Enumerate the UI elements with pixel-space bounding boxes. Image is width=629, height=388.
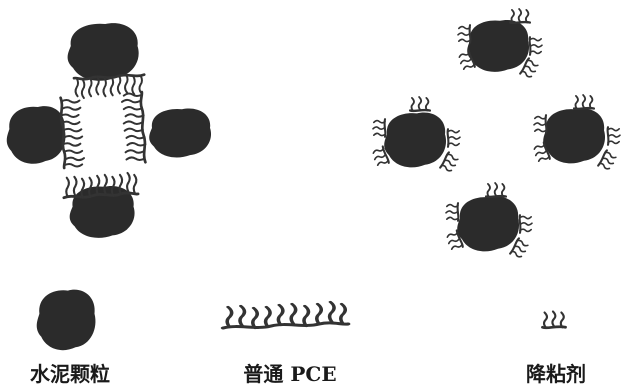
cement-particle: [68, 23, 139, 81]
legend: 水泥颗粒 普通 PCE 降粘剂: [30, 290, 586, 386]
cement-particle: [467, 20, 529, 72]
legend-label-viscosity-reducer: 降粘剂: [526, 362, 586, 386]
pce-polymer: [61, 98, 84, 168]
legend-label-ordinary-pce: 普通 PCE: [243, 362, 336, 386]
cement-particle: [543, 109, 605, 164]
pce-polymer: [64, 173, 138, 198]
right-group-viscosity-reducer: [371, 9, 620, 260]
cement-particle: [384, 113, 446, 168]
legend-viscosity-reducer-icon: [542, 312, 565, 328]
legend-label-cement-particle: 水泥颗粒: [30, 362, 110, 386]
cement-particle: [149, 108, 211, 157]
cement-particle: [7, 106, 66, 164]
legend-pce-icon: [223, 302, 348, 328]
pce-polymer: [122, 92, 145, 162]
legend-cement-particle-icon: [37, 290, 96, 351]
left-group-pce: [7, 23, 211, 238]
cement-particle: [457, 197, 519, 252]
